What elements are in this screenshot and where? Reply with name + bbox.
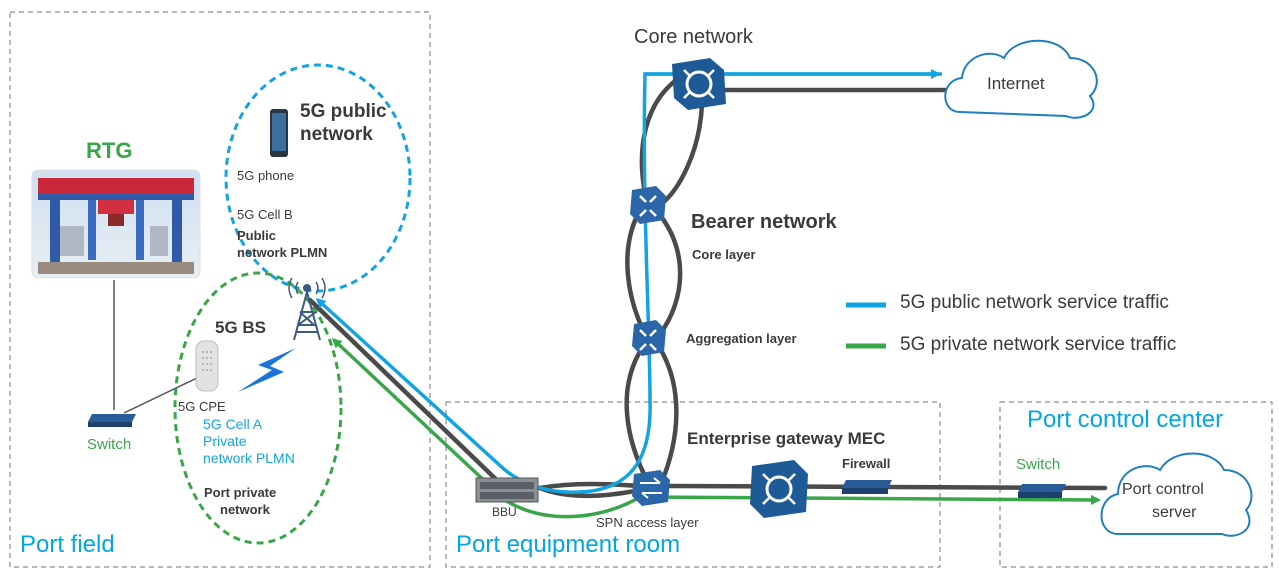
switch-icon	[88, 414, 136, 427]
port-private-label-2: network	[220, 502, 270, 517]
switch-right-icon	[1018, 484, 1066, 498]
cloud-icon	[944, 39, 1098, 119]
bbu-icon	[475, 477, 539, 503]
legend-private-label: 5G private network service traffic	[900, 334, 1177, 355]
firewall-label: Firewall	[842, 456, 891, 471]
private-plmn-label-2: network PLMN	[203, 450, 295, 466]
port-field-region	[9, 11, 431, 568]
port-private-label-1: Port private	[204, 485, 277, 500]
public-network-title-2: network	[300, 124, 373, 145]
aggregation-layer-label: Aggregation layer	[686, 331, 797, 346]
phone-icon	[270, 109, 288, 157]
private-traffic-path-right	[639, 494, 1101, 505]
bearer-router-icon	[630, 186, 666, 224]
lightning-icon	[238, 348, 296, 392]
port-field-label: Port field	[20, 531, 115, 558]
port-control-center-region	[999, 401, 1273, 568]
public-plmn-label-1: Public	[237, 228, 277, 243]
switch-cpe-link	[123, 377, 198, 414]
core-network-label: Core network	[634, 26, 753, 48]
public-plmn-label-2: network PLMN	[237, 245, 328, 260]
port-control-server-label-2: server	[1152, 504, 1197, 521]
public-network-title-1: 5G public	[300, 101, 387, 122]
private-network-ellipse	[173, 271, 343, 545]
bearer-network-label: Bearer network	[691, 211, 837, 233]
cpe-icon	[195, 340, 219, 392]
internet-label: Internet	[987, 74, 1045, 93]
cpe-label: 5G CPE	[178, 399, 226, 414]
server-cloud-icon	[1100, 452, 1253, 537]
phone-label: 5G phone	[237, 168, 295, 183]
bs-label: 5G BS	[215, 318, 267, 337]
port-equipment-room-region	[445, 401, 941, 568]
cell-a-label: 5G Cell A	[203, 416, 263, 432]
tower-icon	[288, 277, 326, 341]
port-control-center-label: Port control center	[1027, 406, 1224, 433]
rtg-label: RTG	[86, 138, 133, 163]
firewall-icon	[842, 480, 892, 494]
port-equipment-room-label: Port equipment room	[456, 531, 681, 558]
enterprise-gateway-label: Enterprise gateway MEC	[687, 429, 886, 448]
core-layer-label: Core layer	[692, 247, 756, 262]
mec-router-icon	[750, 460, 808, 518]
private-plmn-label-1: Private	[203, 433, 247, 449]
spn-access-label: SPN access layer	[596, 515, 699, 530]
switch-right-label: Switch	[1016, 456, 1061, 473]
bbu-label: BBU	[492, 505, 517, 519]
router-icon	[672, 58, 726, 110]
aggregation-router-icon	[632, 320, 666, 356]
port-control-server-label-1: Port control	[1122, 481, 1204, 498]
spn-router-icon	[632, 470, 670, 506]
cell-b-label: 5G Cell B	[237, 207, 293, 222]
switch-left-label: Switch	[87, 436, 132, 453]
private-traffic-path-left	[331, 337, 641, 519]
legend-public-label: 5G public network service traffic	[900, 292, 1169, 313]
crane-photo	[31, 169, 201, 279]
